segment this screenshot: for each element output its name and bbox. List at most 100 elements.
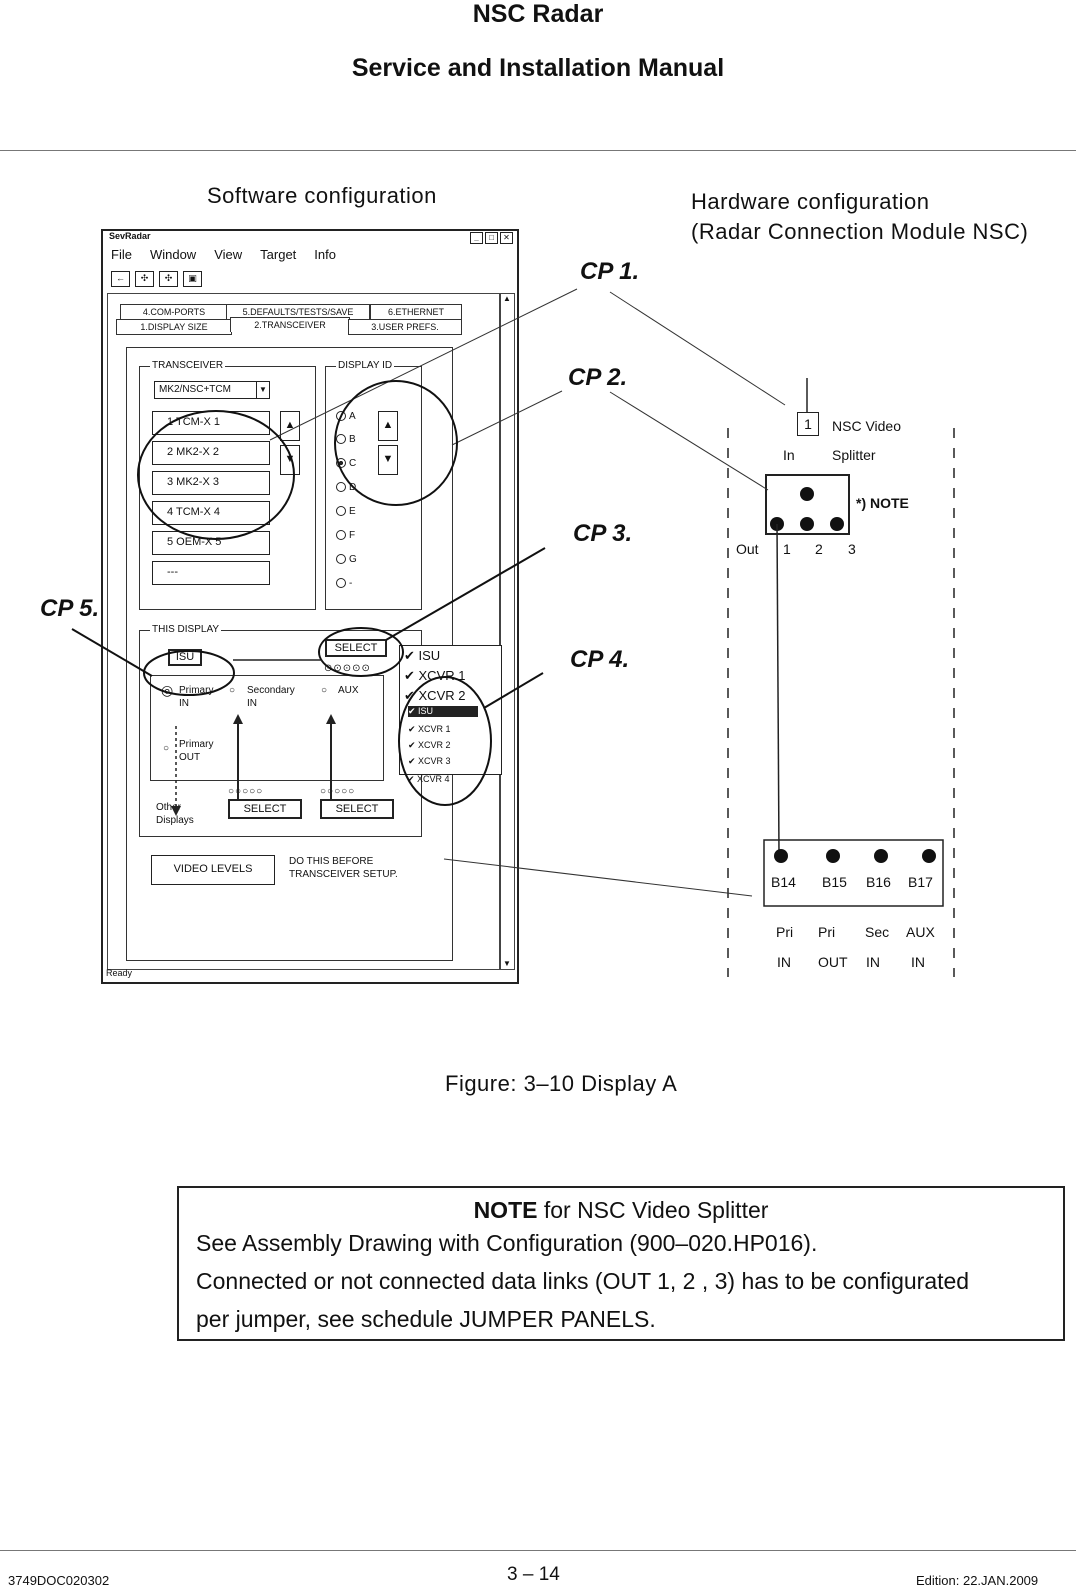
- note-title: NOTE for NSC Video Splitter: [179, 1197, 1063, 1224]
- transceiver-item-5[interactable]: 5 OEM-X 5: [152, 531, 270, 555]
- dropdown-small-xcvr1[interactable]: ✔ XCVR 1: [408, 724, 451, 734]
- menu-info[interactable]: Info: [314, 247, 336, 262]
- vertical-scrollbar[interactable]: ▲ ▼: [499, 293, 515, 970]
- display-id-up-icon[interactable]: ▲: [378, 411, 398, 441]
- menu-view[interactable]: View: [214, 247, 243, 262]
- do-this-before-note: DO THIS BEFORE TRANSCEIVER SETUP.: [289, 856, 398, 880]
- minimize-icon[interactable]: _: [470, 232, 483, 244]
- pin-b14: B14: [771, 874, 796, 890]
- indicator-dots-top: ⊙⊙⊙⊙⊙: [324, 663, 371, 674]
- tab-ethernet[interactable]: 6.ETHERNET: [370, 304, 462, 320]
- pin-func2-in-3: IN: [911, 954, 925, 970]
- pin-func2-out: OUT: [818, 954, 848, 970]
- move-up-icon[interactable]: ▲: [280, 411, 300, 441]
- close-icon[interactable]: ✕: [500, 232, 513, 244]
- pin-b15: B15: [822, 874, 847, 890]
- chevron-down-icon[interactable]: ▼: [256, 382, 269, 398]
- menubar: File Window View Target Info: [111, 247, 336, 262]
- display-id-option-g[interactable]: G: [336, 554, 357, 565]
- menu-target[interactable]: Target: [260, 247, 297, 262]
- this-display-group-label: THIS DISPLAY: [150, 624, 222, 635]
- out-number-2: 2: [815, 541, 823, 557]
- figure-caption: Figure: 3–10 Display A: [445, 1071, 678, 1096]
- select-button-top[interactable]: SELECT: [325, 639, 387, 657]
- note-line-1: See Assembly Drawing with Configuration …: [196, 1230, 818, 1256]
- primary-out-label: Primary OUT: [179, 739, 214, 763]
- dropdown-small-xcvr2[interactable]: ✔ XCVR 2: [408, 740, 451, 750]
- scroll-up-icon[interactable]: ▲: [503, 294, 511, 303]
- pin-dot-b15: [826, 849, 840, 863]
- secondary-in-terminal-icon: ○: [229, 685, 236, 696]
- primary-in-terminal-icon: ◎: [161, 682, 174, 698]
- other-displays-label: Other Displays: [156, 802, 194, 826]
- secondary-in-label: Secondary IN: [247, 685, 295, 709]
- transceiver-item-3[interactable]: 3 MK2-X 3: [152, 471, 270, 495]
- splitter-out-dot-1: [770, 517, 784, 531]
- transceiver-group-label: TRANSCEIVER: [150, 360, 226, 371]
- display-id-option-e[interactable]: E: [336, 506, 356, 517]
- dropdown-small-isu[interactable]: ✔ ISU: [408, 706, 478, 717]
- pin-func2-in-2: IN: [866, 954, 880, 970]
- dropdown-small-xcvr4-visible[interactable]: ✔ XCVR 4: [407, 774, 450, 784]
- callout-cp2: CP 2.: [568, 364, 628, 391]
- pin-func2-in-1: IN: [777, 954, 791, 970]
- splitter-in-dot: [800, 487, 814, 501]
- menu-window[interactable]: Window: [149, 247, 197, 262]
- pin-func-sec-in: Sec: [865, 924, 890, 940]
- transceiver-group: TRANSCEIVER MK2/NSC+TCM ▼ 1 TCM-X 1 2 MK…: [139, 360, 316, 610]
- display-id-option-none[interactable]: -: [336, 578, 352, 589]
- cp2-leader-right: [609, 391, 769, 491]
- scroll-down-icon[interactable]: ▼: [503, 959, 511, 968]
- tab-display-size[interactable]: 1.DISPLAY SIZE: [116, 319, 232, 335]
- dropdown-small-xcvr3[interactable]: ✔ XCVR 3: [408, 756, 451, 766]
- pin-dot-b14: [774, 849, 788, 863]
- menu-file[interactable]: File: [111, 247, 132, 262]
- transceiver-item-4[interactable]: 4 TCM-X 4: [152, 501, 270, 525]
- status-bar: Ready: [106, 968, 133, 978]
- network-icon[interactable]: ✣: [135, 271, 154, 287]
- tab-com-ports[interactable]: 4.COM-PORTS: [120, 304, 228, 320]
- note-reference: *) NOTE: [856, 495, 909, 511]
- pin-b17: B17: [908, 874, 933, 890]
- pin-func-aux-in: AUX: [906, 924, 935, 940]
- select-button-aux[interactable]: SELECT: [320, 799, 394, 819]
- video-levels-button[interactable]: VIDEO LEVELS: [151, 855, 275, 885]
- header-title: NSC Radar: [472, 0, 604, 28]
- display-id-down-icon[interactable]: ▼: [378, 445, 398, 475]
- source-dropdown-list[interactable]: ✔ ISU ✔ XCVR 1 ✔ XCVR 2 ✔ ISU ✔ XCVR 1 ✔…: [399, 645, 502, 775]
- display-id-option-b[interactable]: B: [336, 434, 356, 445]
- connect-icon[interactable]: ✣: [159, 271, 178, 287]
- transceiver-dropdown-value: MK2/NSC+TCM: [159, 384, 231, 395]
- signal-map: ◎ Primary IN ○ Secondary IN ○ AUX ○ Prim…: [150, 675, 384, 781]
- select-button-secondary[interactable]: SELECT: [228, 799, 302, 819]
- note-line-2: Connected or not connected data links (O…: [196, 1268, 970, 1294]
- dropdown-item-isu[interactable]: ✔ ISU: [404, 648, 441, 663]
- maximize-icon[interactable]: □: [485, 232, 498, 244]
- move-down-icon[interactable]: ▼: [280, 445, 300, 475]
- display-id-option-a[interactable]: A: [336, 411, 356, 422]
- dropdown-item-xcvr1[interactable]: ✔ XCVR 1: [404, 668, 466, 683]
- splitter-out-dot-2: [800, 517, 814, 531]
- transceiver-item-1[interactable]: 1 TCM-X 1: [152, 411, 270, 435]
- isu-box: ISU: [168, 649, 202, 666]
- dropdown-item-xcvr2[interactable]: ✔ XCVR 2: [404, 688, 466, 703]
- display-id-option-f[interactable]: F: [336, 530, 355, 541]
- tab-user-prefs[interactable]: 3.USER PREFS.: [348, 319, 462, 335]
- display-id-option-d[interactable]: D: [336, 482, 356, 493]
- display-id-option-c[interactable]: C: [336, 458, 356, 469]
- tab-transceiver[interactable]: 2.TRANSCEIVER: [230, 317, 350, 332]
- note-box: NOTE for NSC Video Splitter See Assembly…: [177, 1186, 1065, 1341]
- out-label: Out: [736, 541, 759, 557]
- connector-block: [763, 839, 944, 907]
- out-number-1: 1: [783, 541, 791, 557]
- back-arrow-icon[interactable]: ←: [111, 271, 130, 287]
- splitter-box: [765, 474, 850, 535]
- footer-doc-number: 3749DOC020302: [8, 1573, 110, 1588]
- transceiver-item-2[interactable]: 2 MK2-X 2: [152, 441, 270, 465]
- disk-icon[interactable]: ▣: [183, 271, 202, 287]
- splitter-number-box: 1: [797, 412, 819, 436]
- transceiver-dropdown[interactable]: MK2/NSC+TCM ▼: [154, 381, 270, 399]
- display-id-group-label: DISPLAY ID: [336, 360, 395, 371]
- transceiver-item-6[interactable]: ---: [152, 561, 270, 585]
- software-config-label: Software configuration: [207, 183, 437, 208]
